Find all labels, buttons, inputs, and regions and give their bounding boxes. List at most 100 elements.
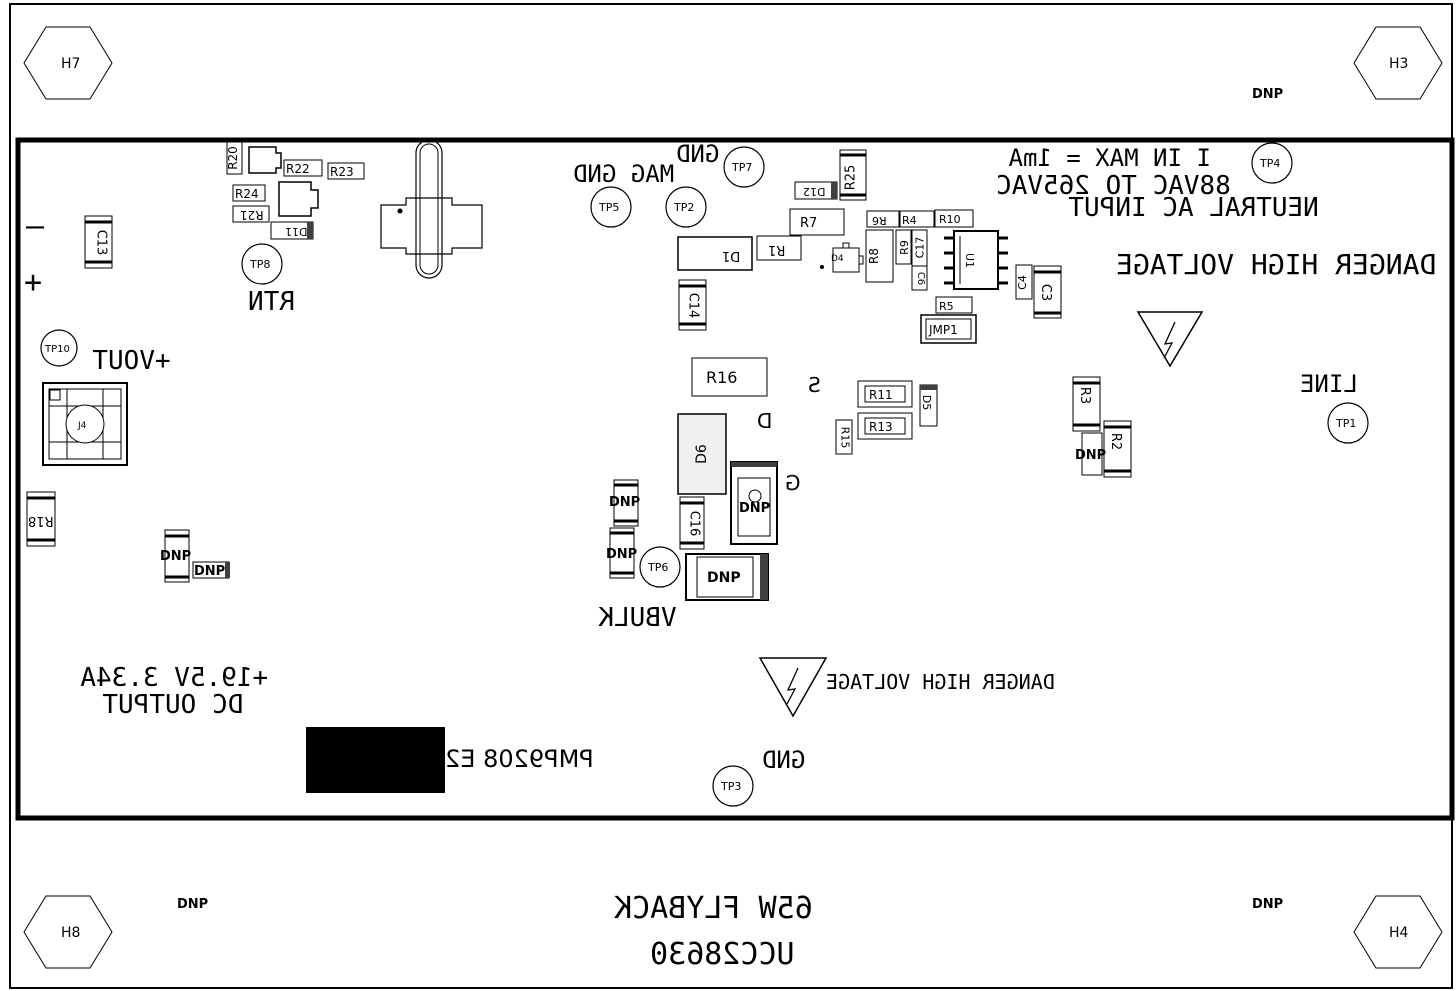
svg-text:DNP: DNP — [1075, 448, 1106, 463]
test-point-tp5: TP5 — [590, 186, 632, 228]
svg-text:R16: R16 — [706, 368, 737, 387]
resistor-r16: R16 — [691, 357, 768, 397]
svg-text:R21: R21 — [240, 208, 264, 222]
resistor-r20: R20 — [226, 139, 243, 175]
svg-text:R1: R1 — [768, 242, 785, 257]
board-id-text: PMP9208 E2 — [445, 745, 594, 773]
capacitor-c3: C3 — [1033, 265, 1062, 319]
gnd-label-bottom: GND — [762, 746, 805, 774]
svg-text:R8: R8 — [867, 248, 881, 264]
svg-text:TP10: TP10 — [44, 344, 70, 355]
resistor-r5: R5 — [935, 296, 973, 314]
voltage-range-text: 88VAC TO 265VAC — [996, 171, 1231, 201]
diode-d11: D11 — [270, 221, 314, 240]
svg-text:DNP: DNP — [606, 547, 637, 562]
resistor-r15: R15 — [835, 419, 853, 455]
current-max-text: I IN MAX = 1mA — [1008, 144, 1211, 172]
svg-text:C17: C17 — [913, 237, 926, 259]
svg-text:TP3: TP3 — [720, 780, 741, 793]
resistor-r13: R13 — [857, 412, 913, 440]
test-point-tp8: TP8 — [241, 243, 283, 285]
dnp-part-vbulk-bottom: DNP — [606, 527, 637, 579]
svg-text:TP7: TP7 — [731, 161, 752, 174]
svg-text:R18: R18 — [28, 513, 54, 528]
svg-text:R7: R7 — [800, 216, 817, 231]
product-title-line1: 65W FLYBACK — [614, 891, 813, 926]
dnp-bulk-cap-pads: DNP — [685, 553, 769, 601]
svg-text:H7: H7 — [61, 56, 80, 72]
plus-label: + — [24, 265, 42, 300]
svg-text:R2: R2 — [1108, 433, 1123, 450]
dnp-marker: DNP — [177, 897, 208, 912]
svg-text:R3: R3 — [1077, 387, 1092, 404]
rtn-label: RTN — [248, 287, 295, 317]
svg-text:C6: C6 — [915, 272, 926, 285]
minus-label: – — [26, 209, 45, 244]
svg-text:D6: D6 — [694, 444, 710, 464]
svg-text:R15: R15 — [838, 427, 851, 449]
test-point-tp2: TP2 — [665, 186, 707, 228]
svg-text:JMP1: JMP1 — [928, 323, 958, 337]
mounting-hole-h7: H7 — [23, 26, 113, 100]
svg-text:D1: D1 — [722, 248, 740, 263]
svg-text:D5: D5 — [920, 395, 933, 410]
diode-d5: D5 — [919, 384, 938, 427]
svg-text:C3: C3 — [1038, 284, 1053, 301]
svg-text:DNP: DNP — [707, 570, 741, 586]
svg-text:DNP: DNP — [160, 549, 191, 564]
resistor-r11: R11 — [857, 380, 913, 408]
dnp-marker: DNP — [1252, 87, 1283, 102]
product-title-line2: UCC28630 — [650, 937, 795, 972]
resistor-r9: R9 — [895, 229, 912, 265]
test-point-tp7: TP7 — [723, 146, 765, 188]
resistor-r18: R18 — [26, 491, 56, 547]
mosfet-package: DNP — [730, 461, 778, 545]
gnd-label-top: GND — [676, 140, 719, 168]
mounting-hole-h8: H8 — [23, 895, 113, 969]
dnp-marker: DNP — [1252, 897, 1283, 912]
neutral-ac-input-text: NEUTRAL AC INPUT — [1068, 193, 1319, 223]
resistor-r3: R3 — [1072, 376, 1101, 432]
capacitor-c4: C4 — [1015, 264, 1033, 300]
svg-text:H4: H4 — [1389, 925, 1409, 941]
resistor-r6: R6 — [866, 210, 900, 228]
svg-text:D4: D4 — [831, 254, 844, 264]
pin-d-label: D — [757, 409, 772, 433]
svg-text:TP1: TP1 — [1335, 417, 1356, 430]
capacitor-c14: C14 — [678, 279, 707, 331]
pin-s-label: S — [808, 373, 821, 397]
svg-text:C16: C16 — [686, 511, 701, 537]
svg-text:R11: R11 — [869, 388, 893, 402]
test-point-tp10: TP10 — [40, 329, 78, 367]
test-point-tp1: TP1 — [1327, 402, 1369, 444]
danger-text-top: DANGER HIGH VOLTAGE — [1116, 248, 1436, 281]
capacitor-c6: C6 — [911, 265, 928, 291]
svg-text:DNP: DNP — [609, 495, 640, 510]
resistor-r7: R7 — [789, 208, 845, 236]
resistor-r24: R24 — [232, 184, 266, 202]
resistor-r22: R22 — [283, 159, 323, 177]
svg-text:R25: R25 — [843, 165, 858, 191]
vout-label: +VOUT — [92, 346, 171, 376]
test-point-tp6: TP6 — [639, 546, 681, 588]
svg-text:TP6: TP6 — [647, 561, 668, 574]
svg-text:R4: R4 — [902, 214, 917, 227]
mounting-hole-h4: H4 — [1353, 895, 1443, 969]
svg-text:TP2: TP2 — [673, 201, 694, 214]
pin-g-label: G — [785, 471, 801, 495]
capacitor-c17: C17 — [911, 229, 928, 267]
svg-text:D12: D12 — [803, 185, 825, 198]
jumper-jmp1: JMP1 — [920, 314, 977, 344]
dc-rating-text: +19.5V 3.34A — [80, 663, 268, 693]
svg-text:R10: R10 — [939, 213, 961, 226]
vbulk-label: VBULK — [598, 603, 677, 633]
svg-text:R13: R13 — [869, 420, 893, 434]
test-point-tp4: TP4 — [1251, 142, 1293, 184]
svg-text:H8: H8 — [61, 925, 80, 941]
danger-text-bottom: DANGER HIGH VOLTAGE — [826, 670, 1055, 694]
svg-text:R24: R24 — [235, 187, 259, 201]
svg-text:R5: R5 — [939, 300, 954, 313]
svg-text:R20: R20 — [226, 146, 240, 170]
resistor-r8: R8 — [865, 229, 894, 283]
